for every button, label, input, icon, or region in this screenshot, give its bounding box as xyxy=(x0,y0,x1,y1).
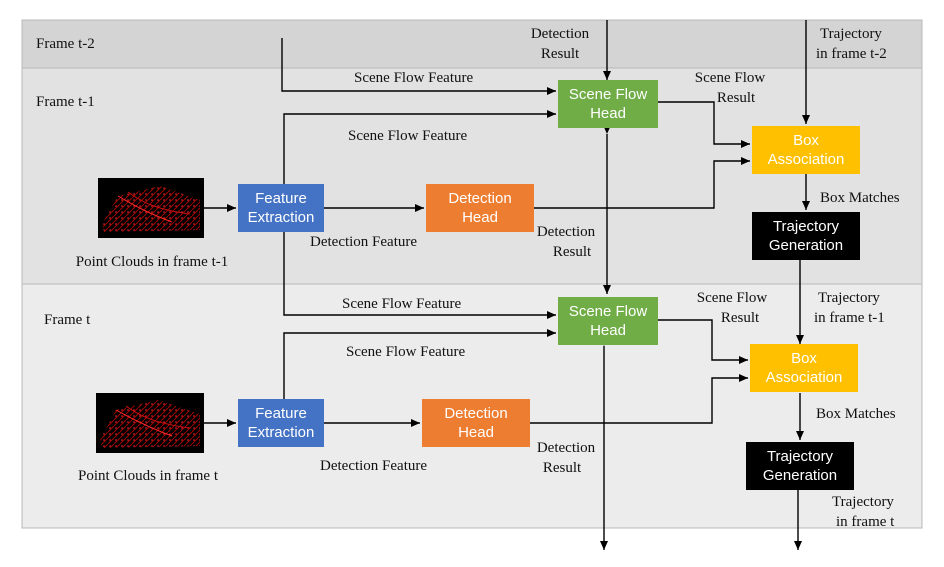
trajectory-t1-label: in frame t-1 xyxy=(814,310,885,326)
detection-head-label: Head xyxy=(462,209,498,226)
point-cloud-image-t-1 xyxy=(98,178,204,238)
detection-head-label: Detection xyxy=(448,190,511,207)
feature-extraction-label: Extraction xyxy=(248,424,315,441)
box-matches-label: Box Matches xyxy=(820,190,900,206)
scene-flow-head-block-t-1: Scene Flow Head xyxy=(558,80,658,128)
scene-flow-feature-label: Scene Flow Feature xyxy=(348,128,467,144)
trajectory-generation-label: Generation xyxy=(769,237,843,254)
frame-label-t-1: Frame t-1 xyxy=(36,94,95,110)
scene-flow-head-label: Head xyxy=(590,322,626,339)
edge-fe1-sceneflow-feature xyxy=(283,110,556,184)
scene-flow-feature-label: Scene Flow Feature xyxy=(346,344,465,360)
detection-result-label: Detection xyxy=(537,224,596,240)
edge-det2-to-assoc2 xyxy=(530,374,748,424)
trajectory-t1-label: Trajectory xyxy=(818,290,880,306)
detection-head-label: Head xyxy=(458,424,494,441)
box-association-label: Box xyxy=(793,132,819,149)
point-cloud-label-t-1: Point Clouds in frame t-1 xyxy=(76,254,229,270)
edge-det1-to-assoc1 xyxy=(534,157,750,209)
scene-flow-result-label: Result xyxy=(721,310,760,326)
scene-flow-result-label: Scene Flow xyxy=(697,290,768,306)
trajectory-t-label: Trajectory xyxy=(832,494,894,510)
scene-flow-head-block-t: Scene Flow Head xyxy=(558,297,658,345)
detection-head-block-t-1: Detection Head xyxy=(426,184,534,232)
detection-result-label-top: Result xyxy=(541,46,580,62)
feature-extraction-label: Extraction xyxy=(248,209,315,226)
scene-flow-head-label: Scene Flow xyxy=(569,303,648,320)
edge-t2-sceneflow-feature xyxy=(281,38,556,95)
box-matches-label: Box Matches xyxy=(816,406,896,422)
scene-flow-result-label: Result xyxy=(717,90,756,106)
trajectory-generation-label: Trajectory xyxy=(773,218,840,235)
detection-result-label: Result xyxy=(553,244,592,260)
point-cloud-label-t: Point Clouds in frame t xyxy=(78,468,219,484)
detection-head-block-t: Detection Head xyxy=(422,399,530,447)
box-association-label: Box xyxy=(791,350,817,367)
feature-extraction-block-t: Feature Extraction xyxy=(238,399,324,447)
detection-feature-label: Detection Feature xyxy=(310,234,417,250)
trajectory-generation-label: Generation xyxy=(763,467,837,484)
feature-extraction-label: Feature xyxy=(255,405,307,422)
trajectory-t2-label: in frame t-2 xyxy=(816,46,887,62)
edge-sf1-to-assoc1 xyxy=(658,101,750,148)
scene-flow-head-label: Scene Flow xyxy=(569,86,648,103)
detection-head-label: Detection xyxy=(444,405,507,422)
detection-result-label: Detection xyxy=(537,440,596,456)
trajectory-t-label: in frame t xyxy=(836,514,895,530)
feature-extraction-block-t-1: Feature Extraction xyxy=(238,184,324,232)
edge-sf2-to-assoc2 xyxy=(658,319,748,364)
trajectory-t2-label: Trajectory xyxy=(820,26,882,42)
point-cloud-image-t xyxy=(96,393,204,453)
detection-result-label: Result xyxy=(543,460,582,476)
detection-result-label-top: Detection xyxy=(531,26,590,42)
trajectory-generation-block-t-1: Trajectory Generation xyxy=(752,212,860,260)
scene-flow-head-label: Head xyxy=(590,105,626,122)
trajectory-generation-block-t: Trajectory Generation xyxy=(746,442,854,490)
scene-flow-result-label: Scene Flow xyxy=(695,70,766,86)
frame-label-t: Frame t xyxy=(44,312,91,328)
box-association-label: Association xyxy=(768,151,845,168)
scene-flow-feature-label: Scene Flow Feature xyxy=(342,296,461,312)
feature-extraction-label: Feature xyxy=(255,190,307,207)
trajectory-generation-label: Trajectory xyxy=(767,448,834,465)
frame-band-t-2 xyxy=(21,19,923,69)
detection-feature-label: Detection Feature xyxy=(320,458,427,474)
edge-fe2-sceneflow-feature xyxy=(283,329,556,399)
box-association-block-t: Box Association xyxy=(750,344,858,392)
frame-label-t-2: Frame t-2 xyxy=(36,36,95,52)
box-association-label: Association xyxy=(766,369,843,386)
edge-fe1-to-sf2 xyxy=(283,232,556,319)
scene-flow-feature-label: Scene Flow Feature xyxy=(354,70,473,86)
box-association-block-t-1: Box Association xyxy=(752,126,860,174)
